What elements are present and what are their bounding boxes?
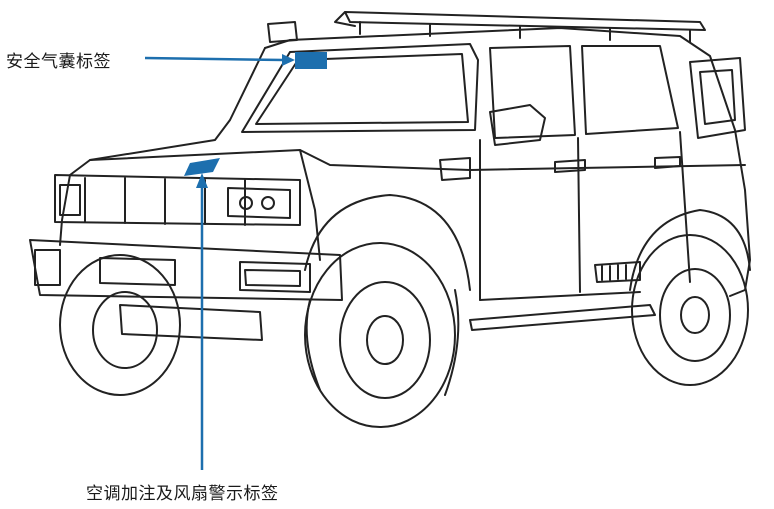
ac-callout-arrow <box>196 173 208 470</box>
front-grille <box>54 174 301 226</box>
front-left-wheel <box>304 242 460 428</box>
airbag-label-marker <box>295 52 327 69</box>
front-bumper <box>29 239 343 341</box>
side-vent <box>594 261 641 283</box>
side-step <box>469 304 656 331</box>
rear-fender <box>629 209 751 291</box>
front-right-wheel <box>59 254 181 396</box>
ac-fan-warning-label-text: 空调加注及风扇警示标签 <box>86 484 279 504</box>
roof-rack <box>334 11 706 43</box>
rear-wheel <box>631 234 749 386</box>
airbag-callout-arrow <box>144 54 295 66</box>
ac-label-marker <box>184 158 220 176</box>
front-fender <box>304 194 471 291</box>
airbag-label-text: 安全气囊标签 <box>6 52 111 72</box>
car-body <box>59 21 751 301</box>
